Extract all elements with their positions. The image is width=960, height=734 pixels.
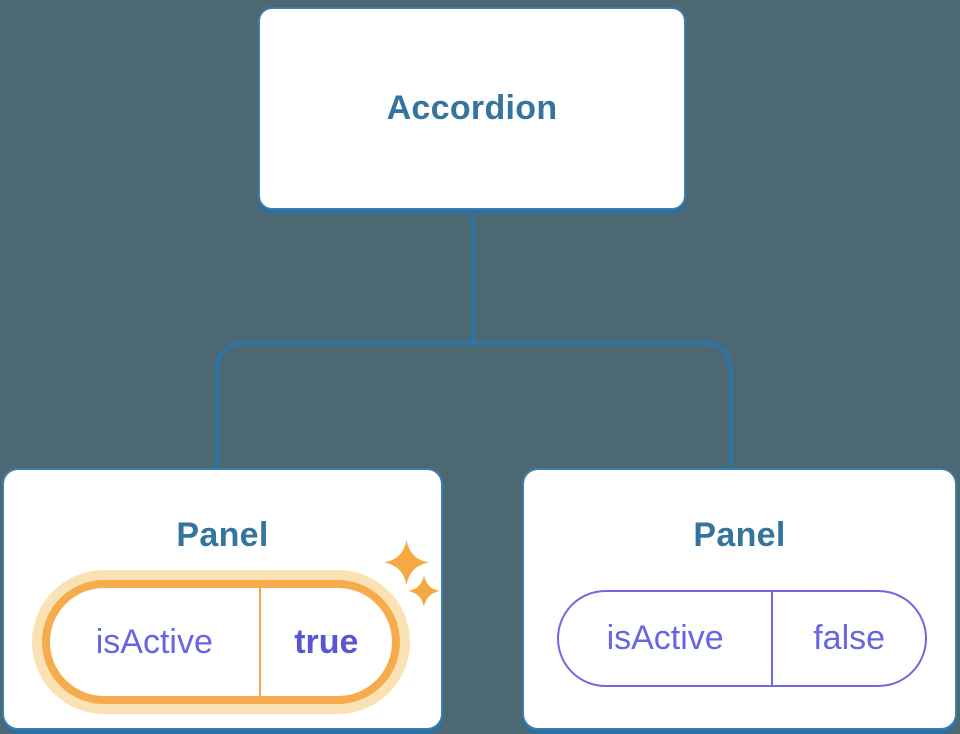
component-node-panel-active: Panel isActive true	[2, 468, 443, 730]
accordion-node-label: Accordion	[386, 89, 558, 127]
state-pill-inactive: isActive false	[557, 590, 927, 687]
state-name: isActive	[606, 619, 724, 657]
sparkle-icon	[384, 540, 429, 585]
component-node-panel-inactive: Panel isActive false	[522, 468, 957, 730]
component-node-accordion: Accordion	[258, 7, 686, 210]
panel-node-label: Panel	[176, 516, 269, 554]
panel-node-label: Panel	[693, 516, 786, 554]
state-value: false	[771, 592, 925, 685]
state-value: true	[258, 588, 392, 696]
state-name: isActive	[95, 622, 213, 661]
state-pill-active: isActive true	[42, 580, 400, 704]
sparkle-icon	[408, 575, 440, 607]
